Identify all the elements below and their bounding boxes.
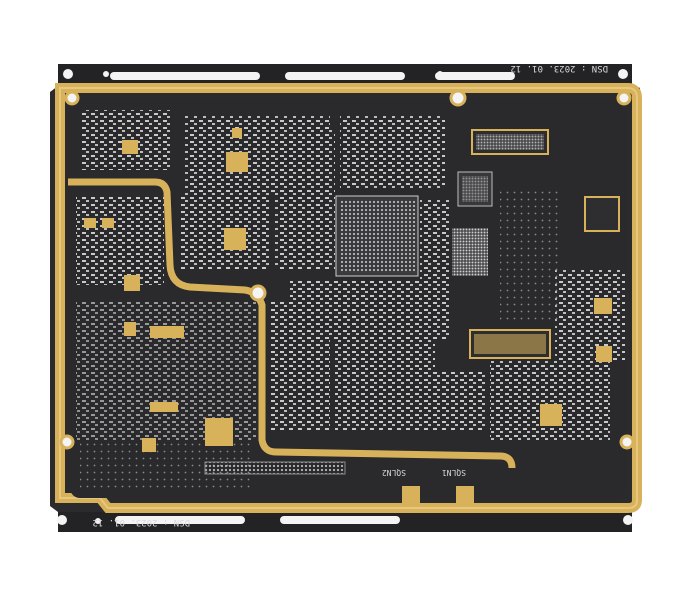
connector-label-left: SQLN2 [382,468,406,477]
date-text-top: DSN : 2023. 01. 12 [510,63,608,73]
date-text-bottom: DSN : 2023. 01. 12 [92,517,190,527]
connector-label-right: SQLN1 [442,468,466,477]
